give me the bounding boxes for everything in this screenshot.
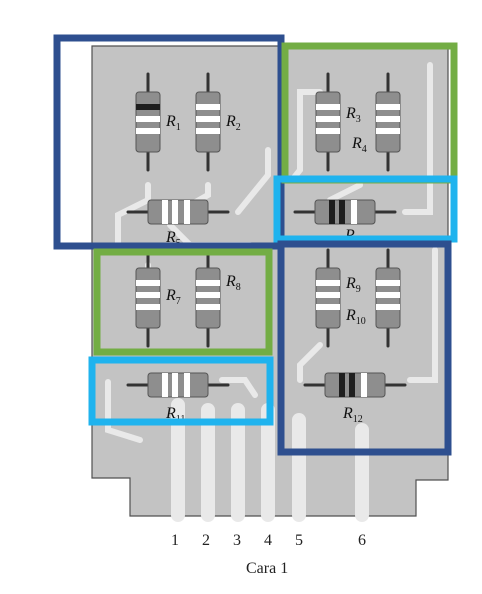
resistor-band: [136, 304, 160, 310]
resistor-11: R11: [126, 372, 230, 425]
resistor-label: R1: [165, 113, 181, 133]
trace-6: [289, 89, 323, 183]
trace-5: [402, 62, 433, 215]
resistor-3: R3: [315, 72, 361, 172]
resistor-band: [376, 128, 400, 134]
resistor-band: [316, 304, 340, 310]
green-box-middle-left: [93, 248, 273, 356]
resistor-label: R7: [165, 287, 181, 307]
cyan-box-lower-left: [88, 356, 274, 426]
resistor-band: [351, 200, 357, 224]
trace-3: [235, 147, 271, 215]
resistor-10: R10: [345, 248, 401, 348]
resistor-band: [316, 292, 340, 298]
resistor-9: R9: [315, 248, 361, 348]
resistor-band: [339, 373, 345, 397]
resistor-label: R3: [345, 105, 361, 125]
resistor-label: R12: [342, 405, 363, 425]
resistor-band: [172, 373, 178, 397]
copper-traces: [105, 62, 438, 522]
navy-box-top-left: [53, 34, 285, 250]
resistor-band: [162, 373, 168, 397]
resistor-band: [196, 104, 220, 110]
pin-label-1: 1: [171, 532, 179, 549]
pin-label-3: 3: [233, 532, 241, 549]
resistor-band: [136, 280, 160, 286]
cyan-box-upper-right: [273, 175, 458, 243]
resistor-7: R7: [135, 248, 181, 348]
resistor-band: [316, 116, 340, 122]
figure-caption: Cara 1: [246, 560, 289, 577]
resistor-band: [376, 104, 400, 110]
resistor-band: [376, 116, 400, 122]
navy-box-lower-right: [277, 240, 452, 456]
resistor-5: R5: [126, 199, 230, 249]
resistor-band: [136, 104, 160, 110]
resistor-band: [349, 373, 355, 397]
resistor-band: [172, 200, 178, 224]
trace-9: [297, 342, 323, 383]
highlight-boxes: [53, 34, 458, 456]
resistor-2: R2: [195, 72, 241, 172]
resistor-label: R10: [345, 307, 366, 327]
resistor-8: R8: [195, 248, 241, 348]
resistor-band: [361, 373, 367, 397]
trace-10: [407, 247, 438, 383]
pin-label-5: 5: [295, 532, 303, 549]
resistor-band: [329, 200, 335, 224]
resistor-band: [316, 104, 340, 110]
trace-8: [105, 379, 143, 443]
resistor-band: [162, 200, 168, 224]
resistor-band: [316, 280, 340, 286]
resistor-1: R1: [135, 72, 181, 172]
resistor-band: [376, 304, 400, 310]
resistor-label: R4: [351, 135, 367, 155]
resistor-band: [376, 280, 400, 286]
trace-11: [219, 377, 258, 398]
resistor-label: R2: [225, 113, 241, 133]
resistor-band: [136, 128, 160, 134]
resistor-label: R9: [345, 275, 361, 295]
resistor-band: [339, 200, 345, 224]
resistor-band: [196, 280, 220, 286]
resistor-band: [184, 373, 190, 397]
pin-label-2: 2: [202, 532, 210, 549]
trace-1: [115, 182, 151, 248]
resistor-band: [196, 116, 220, 122]
resistor-band: [316, 128, 340, 134]
resistor-12: R12: [303, 372, 407, 425]
trace-4: [327, 182, 363, 203]
resistor-band: [136, 116, 160, 122]
resistor-label: R8: [225, 273, 241, 293]
resistor-band: [196, 128, 220, 134]
resistor-4: R4: [351, 72, 401, 172]
resistor-band: [196, 292, 220, 298]
resistor-band: [376, 292, 400, 298]
resistor-band: [184, 200, 190, 224]
resistor-band: [196, 304, 220, 310]
resistor-band: [136, 292, 160, 298]
pin-label-4: 4: [264, 532, 272, 549]
pin-label-6: 6: [358, 532, 366, 549]
